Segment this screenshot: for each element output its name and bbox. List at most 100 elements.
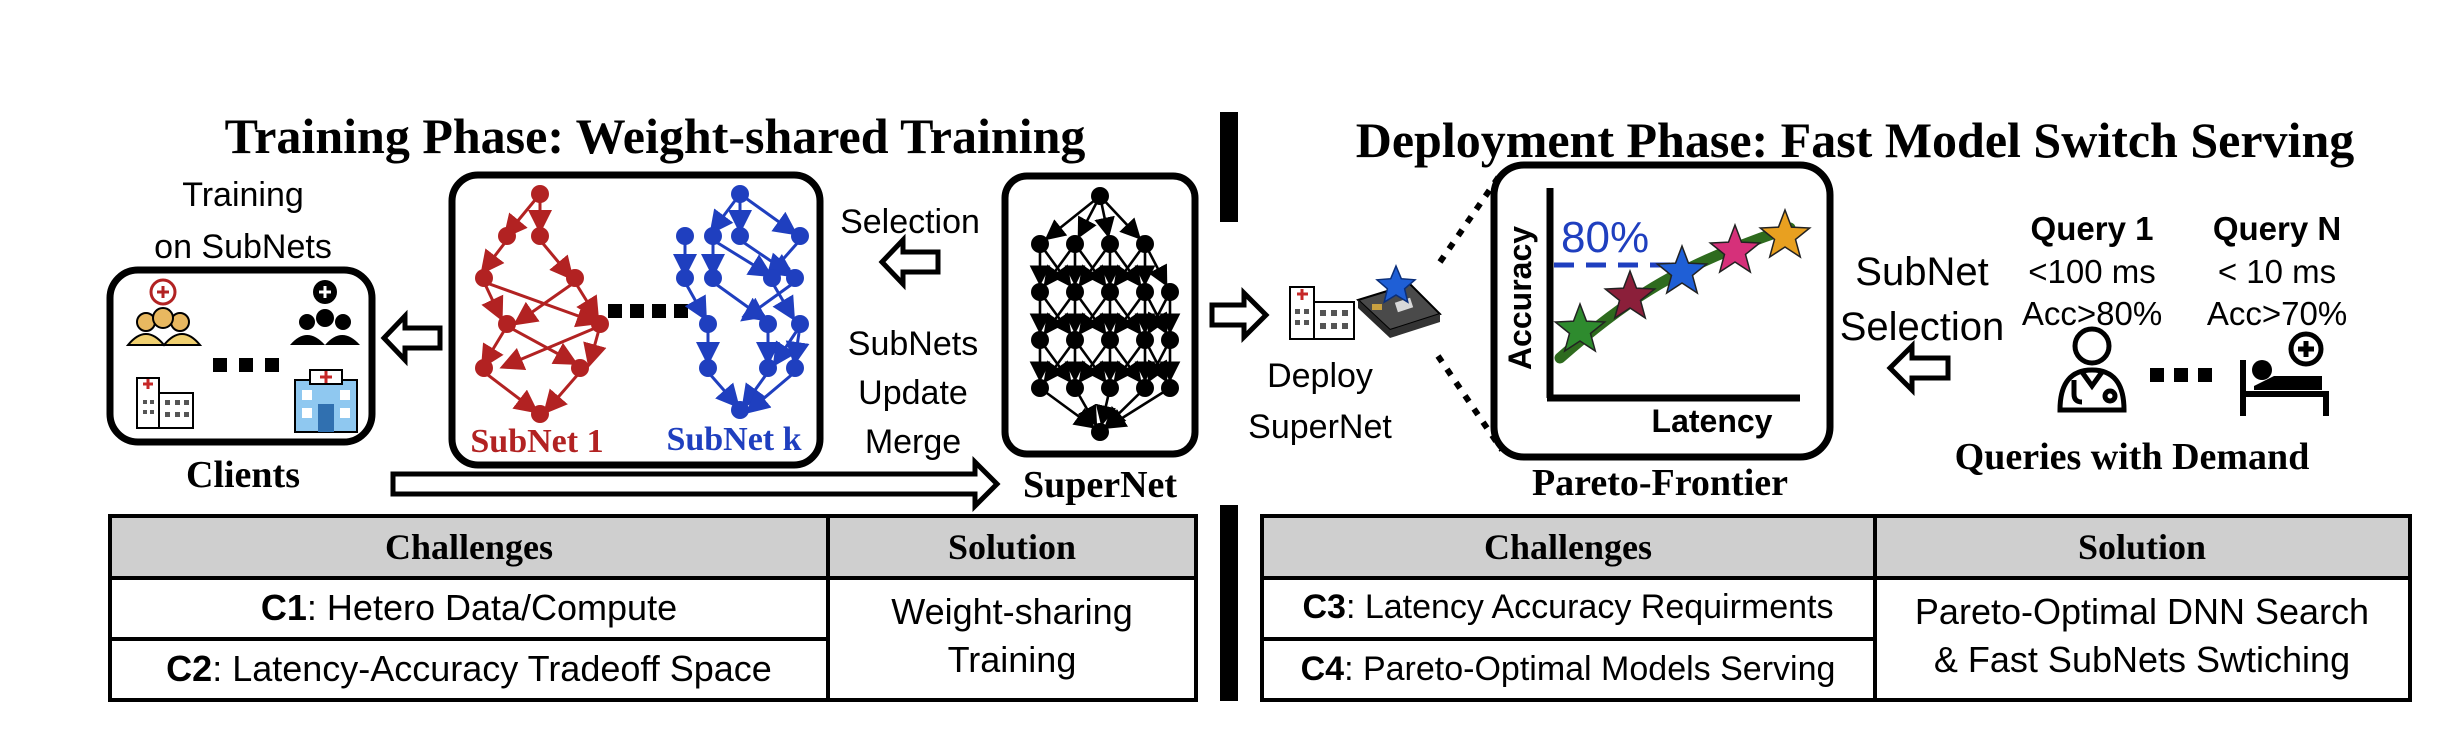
hospital-icon: [136, 377, 194, 429]
phase-divider-top: [1220, 112, 1238, 222]
hospital-icon: [294, 369, 358, 433]
deployment-phase-title: Deployment Phase: Fast Model Switch Serv…: [1356, 112, 2355, 168]
supernet-node: [1161, 283, 1179, 301]
challenge-text: : Latency-Accuracy Tradeoff Space: [212, 648, 772, 689]
challenge-text: : Hetero Data/Compute: [307, 587, 677, 628]
left-solution-line2: Training: [948, 639, 1077, 680]
supernet-node: [1161, 331, 1179, 349]
supernet-node: [1101, 283, 1119, 301]
update-label-line2: Update: [858, 374, 968, 412]
supernet-node: [1136, 283, 1154, 301]
supernet-node: [1136, 331, 1154, 349]
supernet-node: [1031, 331, 1049, 349]
queries-ellipsis: [2150, 368, 2212, 382]
deploy-label-line1: Deploy: [1267, 357, 1373, 395]
subnet-1-nodes: [475, 185, 609, 423]
challenge-text: : Latency Accuracy Requirments: [1346, 588, 1834, 626]
right-table-row-c3: C3: Latency Accuracy Requirments: [1302, 588, 1833, 626]
query-n-title: Query N: [2213, 210, 2341, 247]
right-table-row-c4: C4: Pareto-Optimal Models Serving: [1301, 650, 1836, 688]
clients-ellipsis: [213, 358, 279, 372]
chart-y-label: Accuracy: [1502, 226, 1538, 370]
supernet-node: [1066, 331, 1084, 349]
supernet-node: [1031, 379, 1049, 397]
patient-group-icon: [125, 278, 203, 347]
clients-label: Clients: [186, 454, 300, 496]
subnet-1-label: SubNet 1: [470, 423, 603, 460]
supernet-node: [1136, 379, 1154, 397]
pareto-label: Pareto-Frontier: [1532, 462, 1788, 504]
update-label-line3: Merge: [865, 423, 961, 461]
right-table: Challenges Solution C3: Latency Accuracy…: [1260, 514, 2412, 702]
edge-device-icon: [1356, 282, 1442, 338]
supernet-node: [1091, 187, 1109, 205]
arrow-deploy: [1209, 286, 1270, 344]
subnet-1-graph: [480, 193, 607, 415]
supernet-edge: [1044, 194, 1101, 241]
challenge-code: C2: [166, 648, 212, 689]
left-solution-line1: Weight-sharing: [891, 591, 1132, 632]
challenge-text: : Pareto-Optimal Models Serving: [1344, 650, 1835, 688]
star-icon: [1603, 268, 1657, 320]
supernet-node: [1066, 379, 1084, 397]
query-1-latency: <100 ms: [2028, 253, 2156, 290]
right-solution-line1: Pareto-Optimal DNN Search: [1915, 591, 2369, 632]
subnet-k-label: SubNet k: [666, 421, 801, 458]
supernet-node: [1101, 331, 1119, 349]
arrow-selection: [878, 233, 941, 291]
pareto-stars: [1553, 207, 1812, 353]
training-phase-title: Training Phase: Weight-shared Training: [225, 108, 1086, 164]
query-1-acc: Acc>80%: [2022, 295, 2162, 332]
left-table-header-solution: Solution: [948, 527, 1076, 567]
subnets-ellipsis: [608, 304, 688, 318]
deploy-label-line2: SuperNet: [1248, 408, 1392, 446]
chart-threshold-label: 80%: [1561, 213, 1649, 262]
supernet-node: [1091, 423, 1109, 441]
hospital-icon: [1289, 286, 1355, 340]
left-table-row-c1: C1: Hetero Data/Compute: [261, 587, 677, 628]
arrow-update-merge: [390, 455, 1001, 513]
supernet-node: [1161, 379, 1179, 397]
query-1-title: Query 1: [2031, 210, 2154, 247]
update-label-line1: SubNets: [848, 325, 978, 363]
supernet-label: SuperNet: [1023, 464, 1177, 506]
star-icon: [1553, 301, 1607, 353]
challenge-code: C1: [261, 587, 307, 628]
star-icon: [1758, 207, 1812, 259]
query-n-acc: Acc>70%: [2207, 295, 2347, 332]
supernet-node: [1031, 283, 1049, 301]
supernet-node: [1066, 235, 1084, 253]
star-icon: [1708, 222, 1762, 274]
challenge-code: C4: [1301, 650, 1345, 688]
supernet-edge: [1099, 195, 1142, 240]
star-icon: [1375, 264, 1417, 304]
supernet-edge: [1104, 386, 1171, 429]
right-table-header-solution: Solution: [2078, 527, 2206, 567]
supernet-node: [1101, 379, 1119, 397]
supernet-box: [1001, 172, 1199, 458]
chart-x-label: Latency: [1652, 403, 1773, 439]
subnet-selection-line1: SubNet: [1855, 250, 1988, 294]
subnet-k-nodes: [676, 185, 809, 419]
zoom-line-bottom: [1435, 354, 1505, 452]
star-icon: [1655, 243, 1709, 295]
patient-bed-icon: [2240, 331, 2329, 416]
selection-label: Selection: [840, 203, 980, 241]
zoom-line-top: [1437, 170, 1505, 264]
supernet-node: [1136, 235, 1154, 253]
supernet-node: [1101, 235, 1119, 253]
challenge-code: C3: [1302, 588, 1345, 626]
left-table-row-c2: C2: Latency-Accuracy Tradeoff Space: [166, 648, 772, 689]
left-table-header-challenges: Challenges: [385, 527, 553, 567]
queries-label: Queries with Demand: [1955, 436, 2310, 478]
subnet-selection-line2: Selection: [1840, 305, 2005, 349]
right-table-header-challenges: Challenges: [1484, 527, 1652, 567]
query-n-latency: < 10 ms: [2218, 253, 2336, 290]
supernet-node: [1066, 283, 1084, 301]
left-table: Challenges Solution C1: Hetero Data/Comp…: [108, 514, 1198, 702]
phase-divider-bottom: [1220, 505, 1238, 701]
training-label-line1: Training: [182, 176, 304, 214]
arrow-subnet-selection: [1886, 339, 1951, 397]
doctor-group-icon: [290, 280, 360, 345]
